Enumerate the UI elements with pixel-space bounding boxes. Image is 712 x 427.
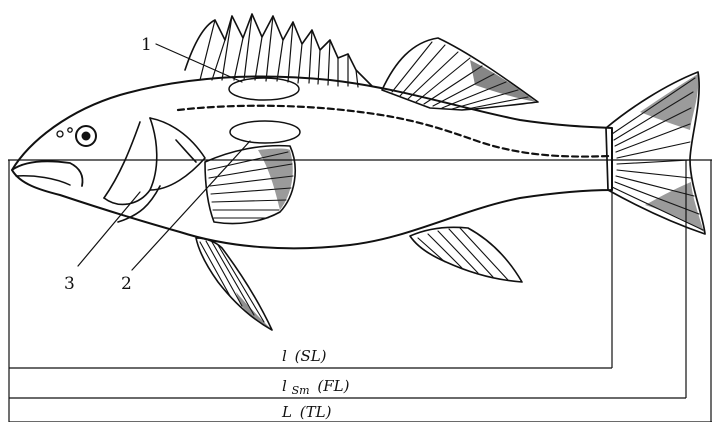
fish-body — [12, 76, 612, 248]
anal-fin — [410, 227, 522, 282]
leader-line-1 — [156, 44, 242, 82]
callout-2: 2 — [121, 274, 132, 294]
eye-icon — [76, 126, 96, 146]
label-total-length: L (TL) — [281, 403, 332, 421]
nostril-icon — [57, 128, 72, 137]
label-standard-length: l (SL) — [282, 347, 327, 365]
callout-3: 3 — [64, 274, 75, 294]
soft-dorsal-fin — [382, 38, 538, 110]
pelvic-fin — [196, 238, 272, 330]
measurement-lines — [8, 160, 712, 422]
marker-ellipse-2 — [230, 121, 300, 143]
caudal-fin — [606, 72, 705, 234]
label-fork-length: l Sm (FL) — [282, 377, 350, 398]
pectoral-fin — [205, 146, 295, 224]
callout-1: 1 — [141, 35, 152, 55]
